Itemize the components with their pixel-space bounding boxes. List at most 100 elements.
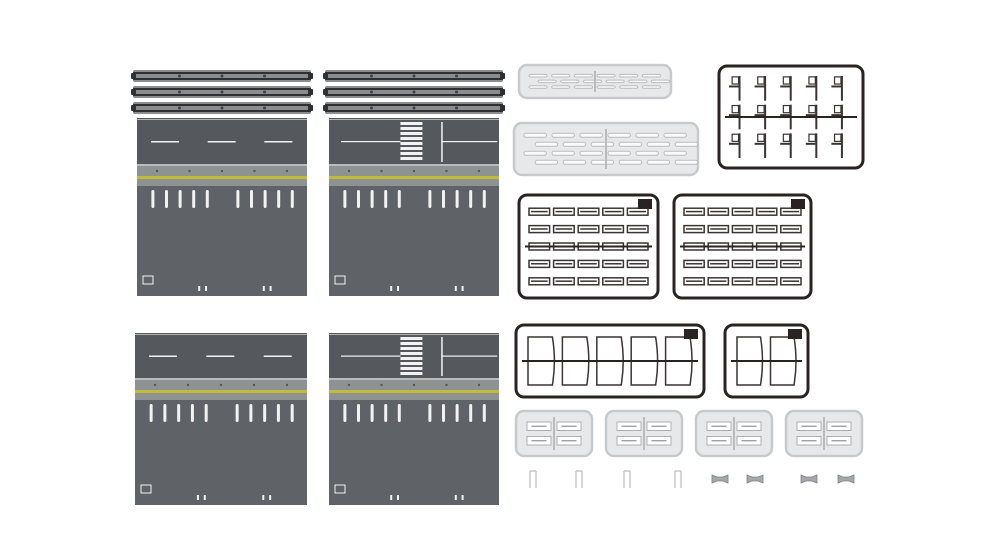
sprue-part bbox=[528, 73, 548, 78]
tactile-paving bbox=[329, 176, 499, 179]
tactile-paving bbox=[135, 390, 307, 393]
crosswalk-stripe bbox=[400, 142, 423, 145]
curb bbox=[135, 378, 307, 380]
lane-dash bbox=[263, 355, 292, 357]
sprue-part bbox=[663, 150, 687, 156]
sprue-part bbox=[641, 73, 661, 78]
sprue-runner bbox=[553, 417, 555, 450]
dark-sprue-shelter-small bbox=[723, 323, 810, 399]
parking-marking bbox=[384, 404, 388, 422]
dark-sprue-fence bbox=[717, 64, 865, 170]
parking-marking bbox=[455, 190, 459, 208]
track-road-plate-with-tracks-crosswalk-b bbox=[323, 70, 505, 296]
sprue-part bbox=[579, 150, 603, 156]
sprue-part bbox=[674, 141, 699, 147]
lane-dash bbox=[151, 141, 179, 143]
lane-line bbox=[441, 141, 498, 143]
parking-marking bbox=[482, 190, 486, 208]
parking-marking bbox=[442, 404, 445, 422]
parking-marking bbox=[235, 404, 239, 422]
crosswalk-stripe bbox=[400, 147, 423, 150]
clear-clip-parts bbox=[529, 470, 682, 488]
parking-marking bbox=[204, 404, 208, 422]
sprue-tab bbox=[788, 329, 802, 339]
parking-marking bbox=[178, 190, 182, 208]
light-sprue-small-4 bbox=[784, 409, 864, 458]
sprue-part bbox=[590, 141, 615, 147]
track-joiner bbox=[323, 105, 328, 111]
sprue-part bbox=[582, 79, 603, 84]
clip-part bbox=[529, 470, 537, 488]
lane-line bbox=[341, 141, 401, 143]
lane-dash bbox=[264, 141, 293, 143]
parking-marking bbox=[357, 404, 360, 422]
parking-marking bbox=[397, 190, 401, 208]
parking-marking bbox=[277, 190, 281, 208]
sprue-part bbox=[551, 132, 575, 138]
parking-marking bbox=[428, 404, 432, 422]
crosswalk-stripe bbox=[400, 157, 423, 160]
parking-marking bbox=[384, 190, 388, 208]
sprue-part bbox=[534, 141, 559, 147]
sprue-runner bbox=[525, 245, 652, 248]
connector-part bbox=[800, 474, 818, 484]
crosswalk-stripe bbox=[400, 132, 423, 135]
curb bbox=[329, 164, 499, 166]
sprue-part bbox=[815, 133, 818, 158]
sprue-part bbox=[764, 76, 767, 101]
parking-marking bbox=[397, 404, 401, 422]
parking-marking bbox=[469, 190, 473, 208]
plate-marker bbox=[334, 484, 346, 494]
crosswalk-stripe bbox=[400, 372, 423, 375]
parking-marking bbox=[276, 404, 280, 422]
track-road-plate-with-tracks-a bbox=[131, 70, 313, 296]
sprue-part bbox=[738, 76, 741, 101]
sprue-part bbox=[551, 73, 571, 78]
track-joiner bbox=[131, 105, 136, 111]
tactile-paving bbox=[137, 176, 307, 179]
parking-marking bbox=[177, 404, 181, 422]
sprue-tab bbox=[684, 329, 698, 339]
parking-marking bbox=[192, 190, 196, 208]
crosswalk-stripe bbox=[400, 127, 423, 130]
sprue-part bbox=[579, 132, 603, 138]
sprue-part bbox=[789, 76, 792, 101]
crosswalk-stripe bbox=[400, 137, 423, 140]
sprue-part bbox=[646, 141, 671, 147]
clip-part bbox=[623, 470, 631, 488]
plate-marker bbox=[142, 275, 154, 285]
track-joiner bbox=[323, 89, 328, 95]
connector-part bbox=[746, 474, 764, 484]
track-pieces bbox=[131, 70, 313, 114]
lane-line bbox=[441, 355, 498, 357]
sprue-part bbox=[523, 132, 547, 138]
sprue-part bbox=[607, 150, 631, 156]
sprue-part bbox=[596, 73, 616, 78]
road-plate-a bbox=[135, 333, 307, 505]
lane-dash bbox=[149, 355, 177, 357]
crosswalk-stripe bbox=[400, 367, 423, 370]
parking-marking bbox=[263, 190, 267, 208]
light-sprue-small-3 bbox=[694, 409, 774, 458]
light-sprue-small-1 bbox=[514, 409, 594, 458]
dark-sprue-bench-a bbox=[517, 193, 660, 300]
sprue-part bbox=[619, 73, 639, 78]
crosswalk-stripe bbox=[400, 342, 423, 345]
sprue-part bbox=[635, 132, 659, 138]
sprue-part bbox=[840, 133, 843, 158]
lane-dash bbox=[206, 355, 235, 357]
parking-marking bbox=[151, 190, 155, 208]
crosswalk-stripe bbox=[400, 352, 423, 355]
sprue-part bbox=[523, 150, 547, 156]
sprue-part bbox=[646, 159, 671, 165]
sprue-tab bbox=[638, 199, 652, 209]
sprue-part bbox=[534, 159, 559, 165]
sprue-part bbox=[618, 159, 643, 165]
sprue-runner bbox=[731, 360, 802, 362]
sprue-part bbox=[528, 85, 548, 89]
track-joiner bbox=[308, 73, 313, 79]
sprue-part bbox=[573, 85, 593, 89]
parking-marking bbox=[343, 190, 347, 208]
road-plate-crosswalk-b bbox=[329, 333, 499, 505]
parking-marking bbox=[205, 190, 209, 208]
